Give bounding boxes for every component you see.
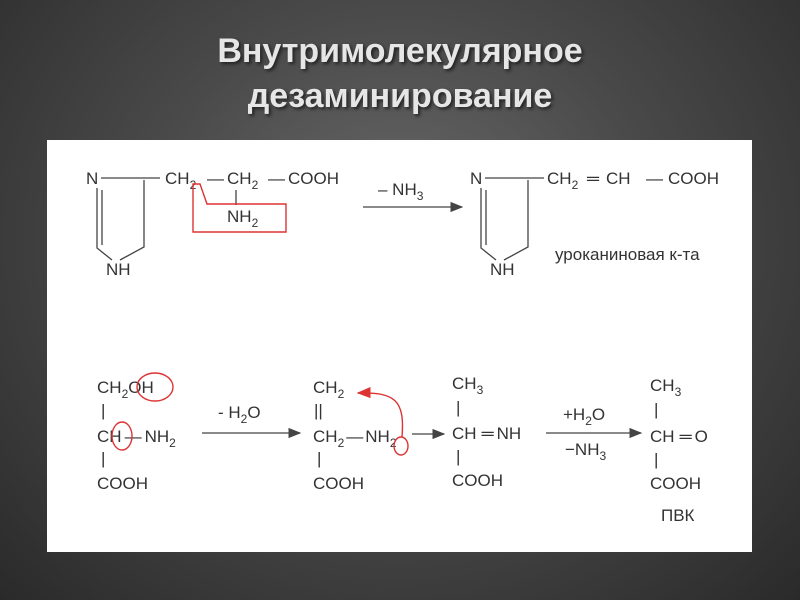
ch-imine-group: CH═NH	[452, 424, 521, 443]
double-bond: ═	[586, 169, 600, 188]
carboxyl-group: COOH	[668, 169, 719, 188]
bond: —	[268, 169, 285, 188]
ch3-group: CH3	[452, 374, 484, 397]
h-highlight-circle	[111, 421, 133, 451]
double-bond: ||	[314, 401, 323, 420]
carboxyl-group: COOH	[650, 474, 701, 493]
serine-structure: CH2OH | CH—NH2 | COOH	[97, 372, 176, 493]
bond: —	[207, 169, 224, 188]
diagram-panel	[47, 140, 752, 552]
oh-highlight-circle	[136, 372, 174, 402]
histidine-structure: N NH CH2 — CH2 — COOH NH2	[86, 169, 339, 279]
ring-n: N	[86, 169, 98, 188]
ch2-group: CH2	[547, 169, 579, 192]
bond: |	[456, 447, 460, 466]
slide-title-line2: дезаминирование	[247, 77, 553, 115]
slide-title-line1: Внутримолекулярное	[217, 32, 583, 70]
carboxyl-group: COOH	[97, 474, 148, 493]
ch-keto-group: CH═O	[650, 427, 708, 446]
bond: —	[646, 169, 663, 188]
arrow-label-minus-h2o: - H2O	[218, 403, 261, 426]
arrow-label-minus-nh3: −NH3	[565, 440, 606, 463]
ch3-group: CH3	[650, 376, 682, 399]
ch-amino-group: CH—NH2	[97, 427, 176, 450]
arrow-label-plus-h2o: +H2O	[563, 405, 605, 428]
urocanic-acid-structure: N NH CH2 ═ CH — COOH уроканиновая к-та	[470, 169, 719, 279]
bond: |	[317, 449, 321, 468]
urocanic-acid-label: уроканиновая к-та	[555, 245, 700, 264]
ring-n: N	[470, 169, 482, 188]
carboxyl-group: COOH	[313, 474, 364, 493]
ch2oh-group: CH2OH	[97, 378, 154, 401]
aminoacrylic-intermediate: CH2 || CH2—NH2 | COOH	[313, 378, 409, 493]
ch2-amino-group: CH2—NH2	[313, 427, 397, 450]
iminopropionic-intermediate: CH3 | CH═NH | COOH	[452, 374, 521, 490]
bond: |	[456, 398, 460, 417]
ch2-group: CH2	[313, 378, 345, 401]
ch-group: CH	[606, 169, 631, 188]
bond: |	[101, 449, 105, 468]
pyruvate-label: ПВК	[661, 506, 695, 525]
carboxyl-group: COOH	[288, 169, 339, 188]
amino-highlight-box	[192, 183, 287, 233]
ring-nh: NH	[490, 260, 515, 279]
ring-nh: NH	[106, 260, 131, 279]
amino-group: NH2	[227, 207, 259, 230]
bond: |	[101, 401, 105, 420]
pyruvate-structure: CH3 | CH═O | COOH ПВК	[650, 376, 708, 525]
subscript-highlight-circle	[393, 436, 409, 456]
carboxyl-group: COOH	[452, 471, 503, 490]
ch2-group-2: CH2	[227, 169, 259, 192]
hydrogen-shift-arrow	[356, 387, 404, 438]
bond: |	[654, 450, 658, 469]
arrow-label-minus-nh3: – NH3	[378, 180, 424, 203]
ch2-group: CH2	[165, 169, 197, 192]
bond: |	[654, 400, 658, 419]
